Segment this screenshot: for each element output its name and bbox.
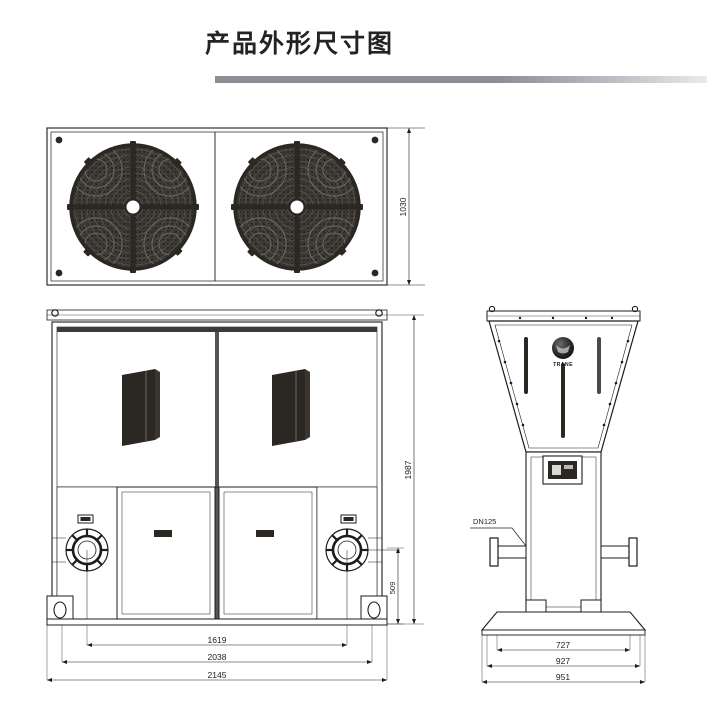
dimension-label-top-depth: 1030: [398, 197, 408, 216]
page-title: 产品外形尺寸图: [205, 29, 395, 58]
louver-panels: [122, 369, 310, 446]
dimension-label-2038: 2038: [208, 652, 227, 662]
control-panel: [542, 455, 583, 485]
dimension-side-727: 727: [497, 640, 630, 652]
dimension-front-1619: 1619: [87, 635, 347, 647]
side-base-frame: [480, 599, 647, 636]
front-view: 1619 2038 2145: [46, 309, 424, 682]
base-frame: [46, 595, 388, 626]
pipe-flange-left: [489, 537, 527, 567]
pipe-flange-right: [600, 537, 638, 567]
dimension-front-base: 509: [387, 547, 404, 625]
dimension-label-727: 727: [556, 640, 570, 650]
dimension-front-height: 1987: [387, 314, 424, 625]
dimension-label-1987: 1987: [403, 460, 413, 479]
dimension-label-2145: 2145: [208, 670, 227, 680]
dimension-side-951: 951: [482, 672, 645, 684]
brand-label: TRANE: [553, 362, 573, 368]
top-view: 1030: [46, 127, 425, 286]
dimension-side-927: 927: [487, 656, 640, 668]
coil-slats: [524, 337, 601, 438]
callout-dn125: DN125: [470, 517, 527, 547]
callout-label-dn125: DN125: [473, 517, 496, 526]
compressor-right: [325, 528, 400, 624]
dimension-front-2038: 2038: [62, 652, 372, 664]
fan-grille-right: [231, 141, 363, 273]
title-block: 产品外形尺寸图: [0, 0, 720, 100]
side-view: TRANE: [470, 305, 647, 684]
dimension-front-2145: 2145: [47, 670, 387, 682]
dimension-top-depth: 1030: [387, 127, 425, 286]
dimension-label-927: 927: [556, 656, 570, 666]
dimension-label-509: 509: [388, 582, 397, 595]
trane-logo: TRANE: [552, 337, 574, 368]
compressor-left: [52, 528, 109, 624]
lifting-lugs: [55, 136, 379, 277]
dimension-label-951: 951: [556, 672, 570, 682]
title-divider-bar: [215, 76, 707, 83]
dimension-label-1619: 1619: [208, 635, 227, 645]
